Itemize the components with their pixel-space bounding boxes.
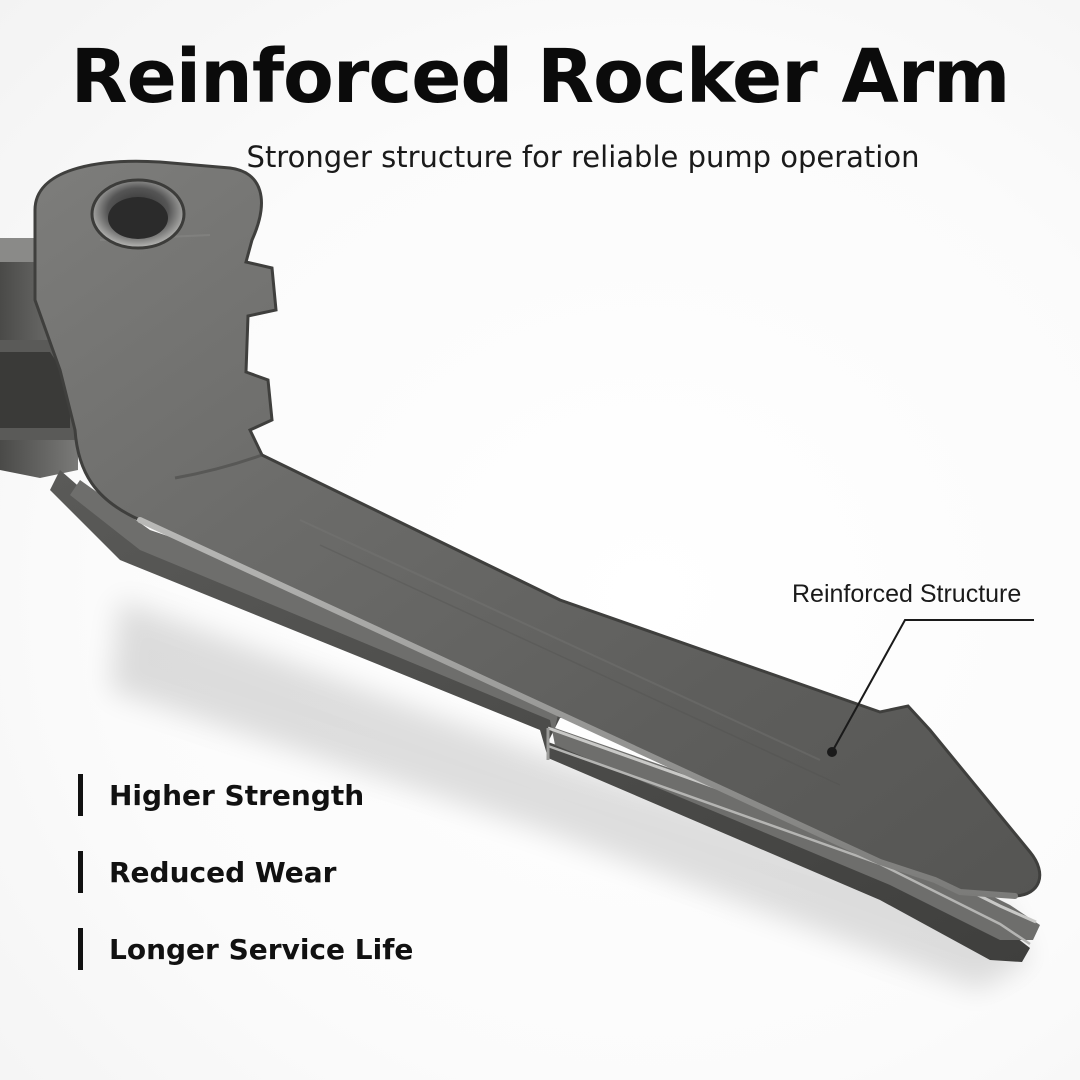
floor-shadow bbox=[110, 600, 1030, 990]
feature-label: Higher Strength bbox=[109, 778, 365, 812]
feature-bar-marker bbox=[78, 928, 83, 970]
page-subtitle: Stronger structure for reliable pump ope… bbox=[246, 140, 920, 174]
callout-label: Reinforced Structure bbox=[792, 580, 1022, 608]
feature-item: Longer Service Life bbox=[78, 926, 413, 972]
feature-bar-marker bbox=[78, 851, 83, 893]
feature-list: Higher Strength Reduced Wear Longer Serv… bbox=[78, 772, 413, 1003]
feature-bar-marker bbox=[78, 774, 83, 816]
pivot-hole bbox=[90, 178, 186, 250]
feature-item: Reduced Wear bbox=[78, 849, 413, 895]
feature-item: Higher Strength bbox=[78, 772, 413, 818]
feature-label: Longer Service Life bbox=[109, 932, 414, 966]
rocker-arm-body bbox=[33, 159, 1042, 899]
callout-leader bbox=[827, 619, 1034, 757]
page-title: Reinforced Rocker Arm bbox=[70, 34, 1011, 120]
feature-label: Reduced Wear bbox=[109, 855, 337, 889]
